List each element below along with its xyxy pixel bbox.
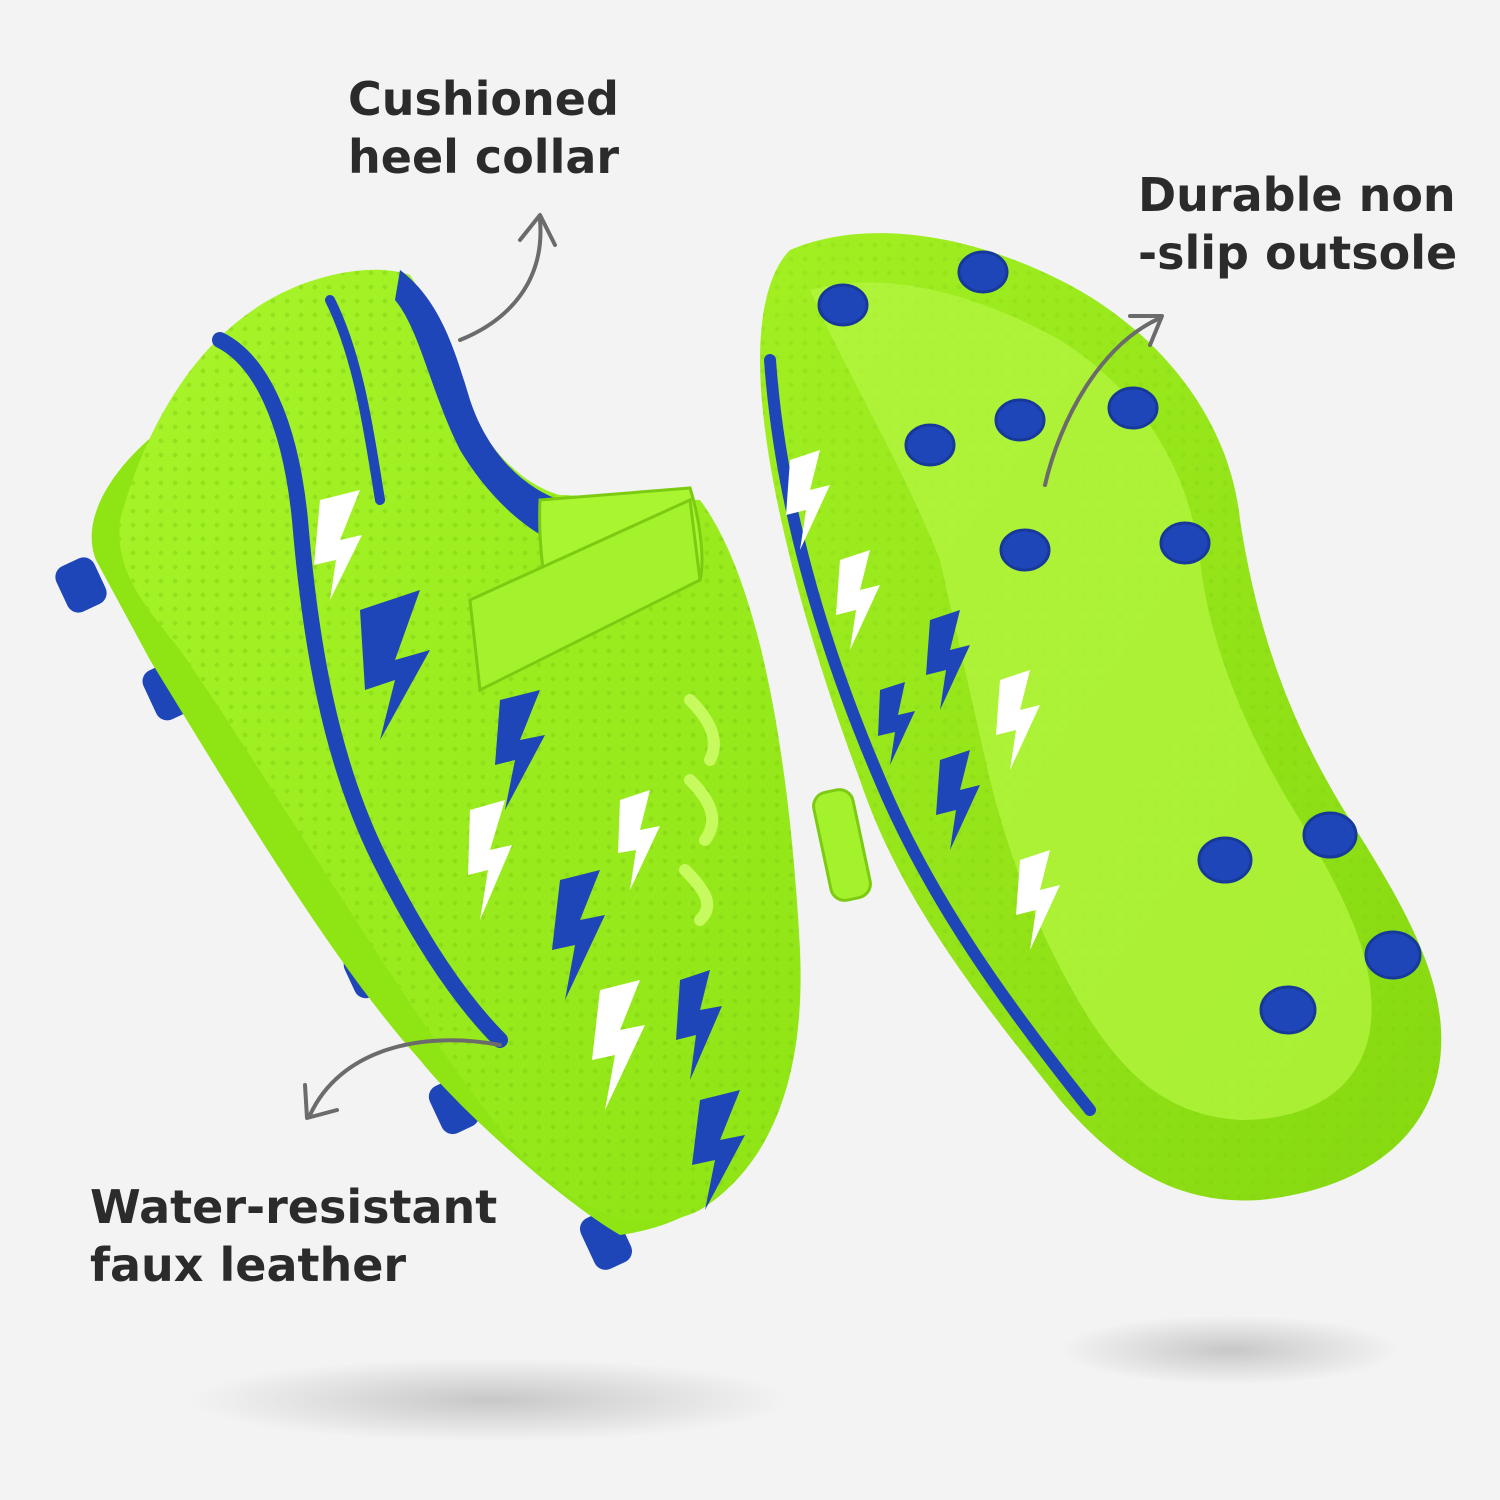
- right-shoe-outsole-plate: [810, 282, 1372, 1120]
- right-shoe-blue-stripe: [764, 354, 1096, 1116]
- outsole-arrow: [1043, 316, 1162, 487]
- left-shoe-shadow: [190, 1358, 790, 1442]
- left-shoe: [55, 269, 801, 1270]
- right-shoe-shadow: [1060, 1315, 1400, 1385]
- right-shoe-bolts: [786, 450, 1060, 950]
- callout-upper-line2: faux leather: [90, 1238, 407, 1292]
- callout-heel-line2: heel collar: [348, 130, 620, 184]
- callout-upper-line1: Water-resistant: [90, 1180, 498, 1234]
- left-shoe-laces: [679, 694, 720, 926]
- left-shoe-studs: [55, 557, 633, 1270]
- right-shoe-studs: [817, 250, 1422, 1035]
- callout-outsole-line2: -slip outsole: [1138, 226, 1458, 280]
- callout-faux-leather: Water-resistant faux leather: [90, 1178, 497, 1294]
- callout-outsole: Durable non -slip outsole: [1138, 166, 1457, 282]
- callout-outsole-line1: Durable non: [1138, 168, 1456, 222]
- heel-arrow: [458, 218, 543, 342]
- right-shoe: [760, 233, 1442, 1201]
- callout-heel-line1: Cushioned: [348, 72, 619, 126]
- callout-arrows: [303, 213, 1164, 1120]
- left-shoe-bolts: [314, 490, 745, 1210]
- callout-heel-collar: Cushioned heel collar: [348, 70, 619, 186]
- left-shoe-blue-stripe: [212, 332, 508, 1048]
- upper-arrow: [308, 1038, 502, 1117]
- left-shoe-heel-collar: [395, 270, 600, 555]
- right-shoe-strap: [812, 788, 872, 902]
